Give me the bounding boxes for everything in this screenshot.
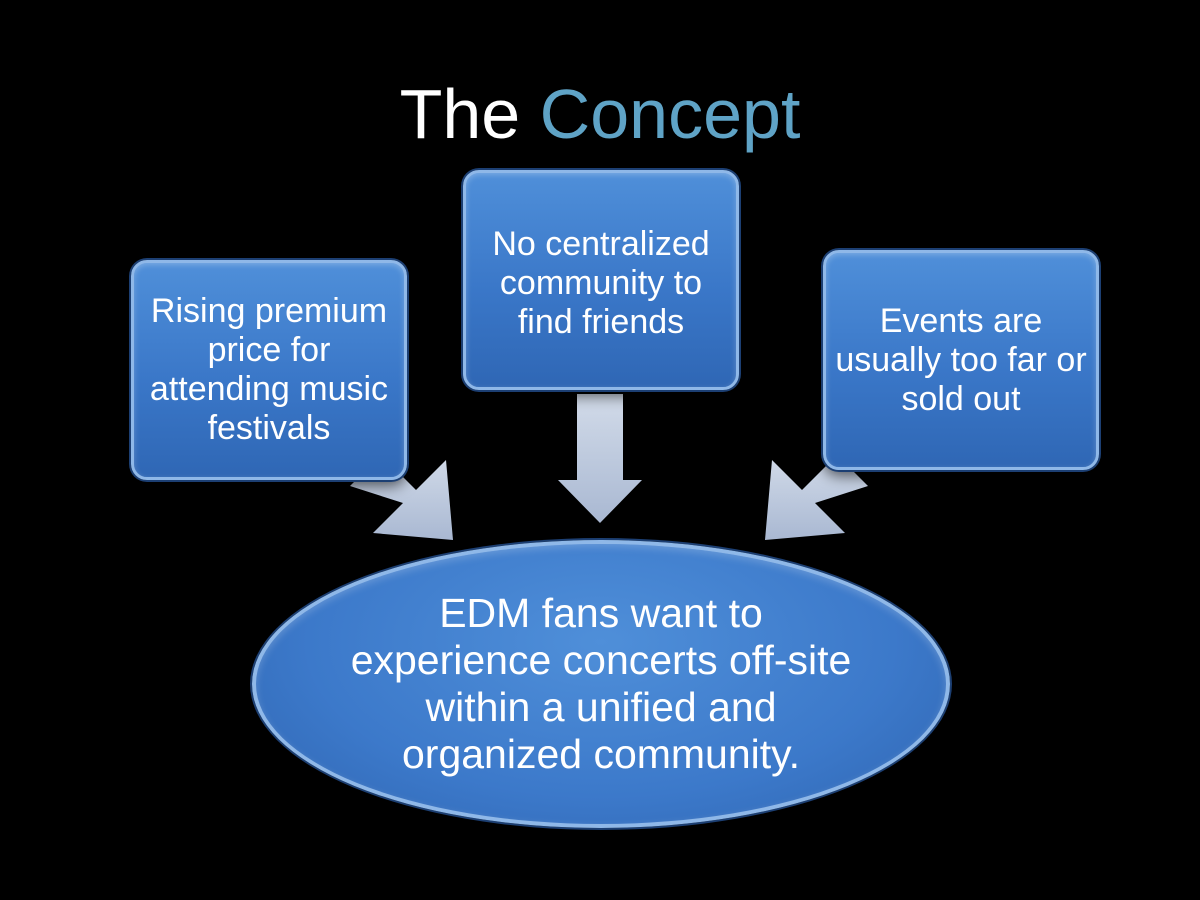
- slide-title: The Concept: [0, 72, 1200, 156]
- problem-box-price: Rising premium price for attending music…: [131, 260, 407, 480]
- title-word-concept: Concept: [539, 75, 801, 153]
- arrow-center: [558, 394, 642, 523]
- problem-text-price: Rising premium price for attending music…: [149, 292, 389, 447]
- problem-text-distance: Events are usually too far or sold out: [835, 301, 1087, 418]
- title-word-the: The: [399, 75, 521, 153]
- conclusion-ellipse: EDM fans want to experience concerts off…: [252, 540, 950, 828]
- arrow-right: [765, 455, 868, 540]
- problem-text-community: No centralized community to find friends: [492, 225, 710, 341]
- problem-box-community: No centralized community to find friends: [463, 170, 739, 390]
- problem-box-distance: Events are usually too far or sold out: [823, 250, 1099, 470]
- conclusion-text: EDM fans want to experience concerts off…: [350, 590, 852, 777]
